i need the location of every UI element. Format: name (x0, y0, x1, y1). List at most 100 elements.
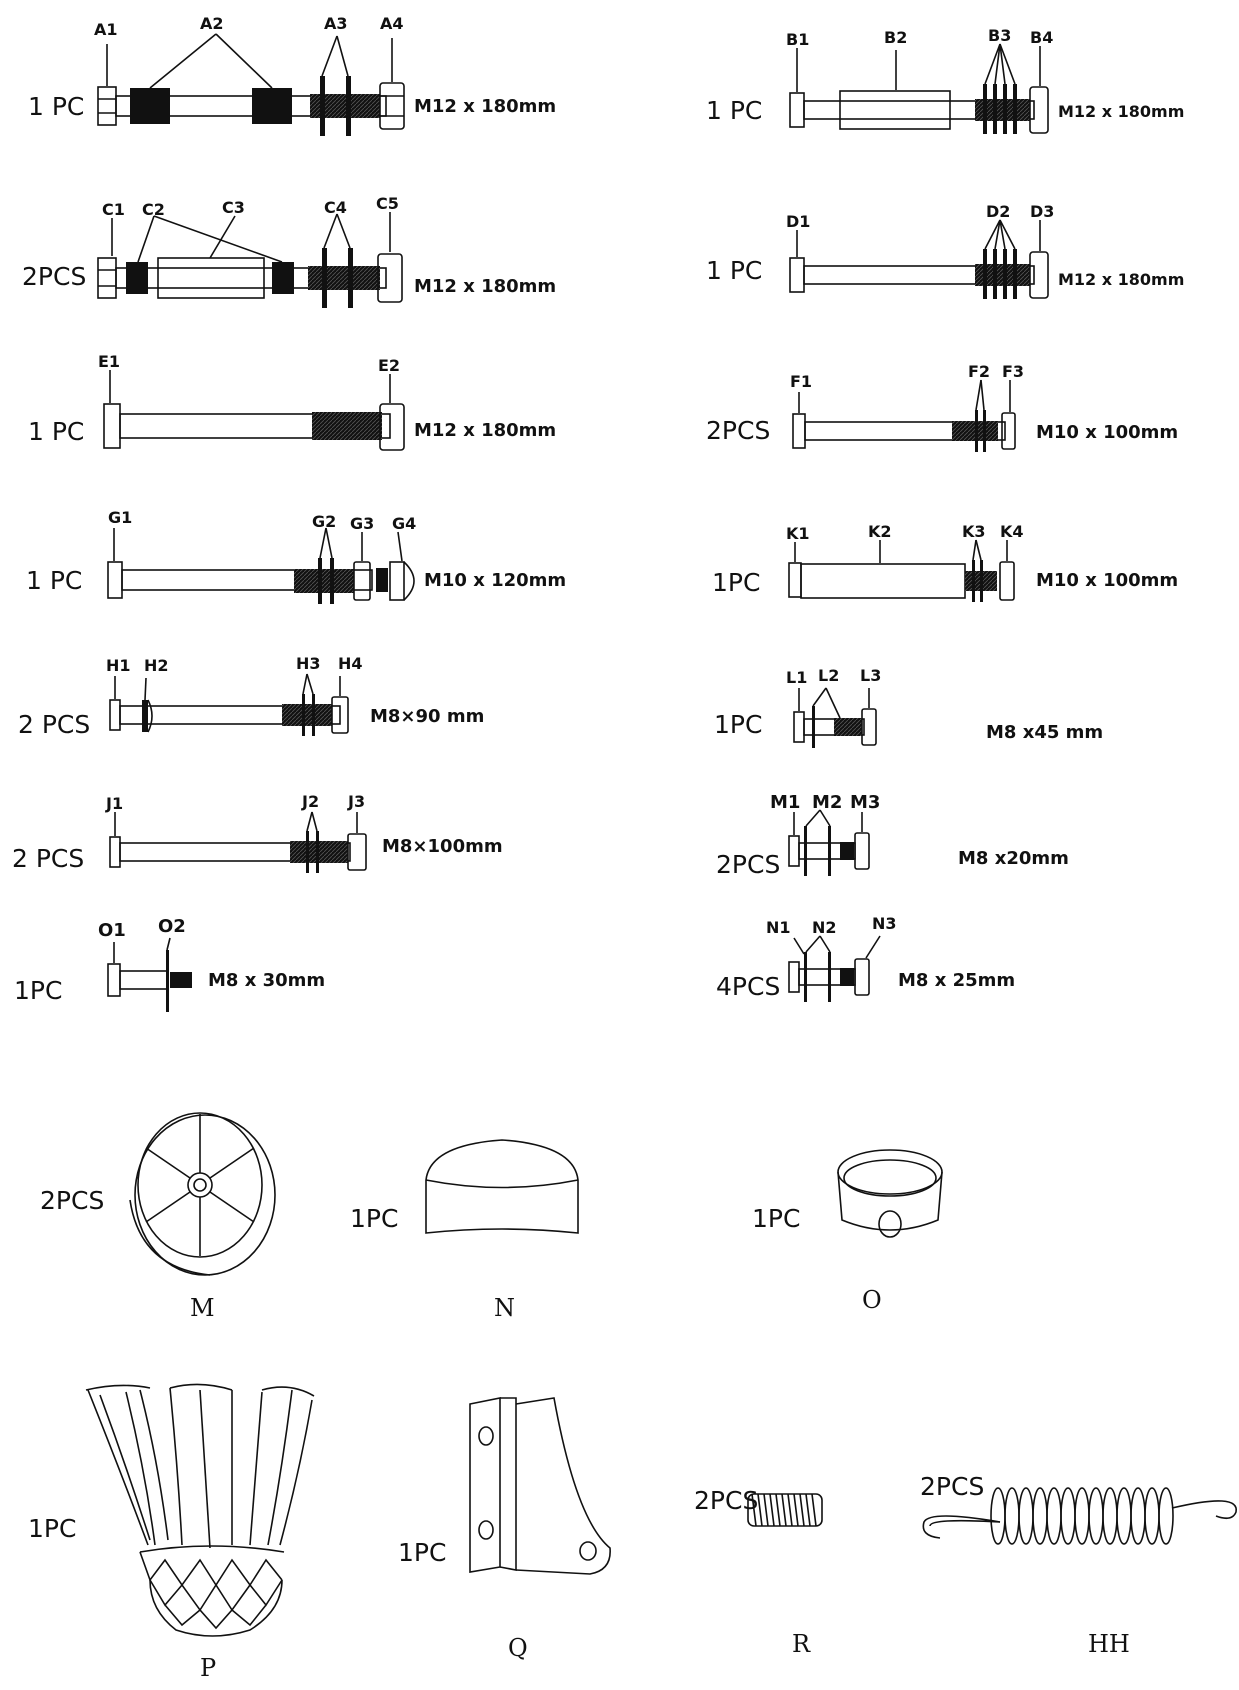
part-hh-letter: HH (1088, 1630, 1130, 1658)
label-f3: F3 (1002, 362, 1025, 381)
bolt-c-drawing (97, 212, 403, 308)
label-g3: G3 (350, 514, 375, 533)
bolt-d-spec: M12 x 180mm (1058, 270, 1185, 289)
bolt-b-drawing (789, 43, 1049, 134)
part-n-qty: 1PC (350, 1204, 399, 1233)
label-c4: C4 (324, 198, 347, 217)
bolt-e-drawing (103, 370, 405, 451)
bolt-g-spec: M10 x 120mm (424, 570, 567, 591)
label-e1: E1 (98, 352, 121, 371)
label-a3: A3 (324, 14, 348, 33)
part-q-letter: Q (508, 1634, 528, 1662)
label-h4: H4 (338, 654, 363, 673)
label-b2: B2 (884, 28, 908, 47)
label-j1: J1 (106, 794, 124, 813)
part-q-bracket-drawing (469, 1397, 611, 1575)
part-m-letter: M (190, 1294, 215, 1322)
label-l3: L3 (860, 666, 882, 685)
label-n2: N2 (812, 918, 837, 937)
label-g4: G4 (392, 514, 417, 533)
label-n3: N3 (872, 914, 897, 933)
bolt-d-qty: 1 PC (706, 256, 763, 285)
label-c5: C5 (376, 194, 399, 213)
label-l1: L1 (786, 668, 808, 687)
label-f2: F2 (968, 362, 991, 381)
part-m-wheel-drawing (129, 1112, 276, 1276)
bolt-l-drawing (793, 687, 877, 748)
label-b3: B3 (988, 26, 1012, 45)
label-c2: C2 (142, 200, 165, 219)
bolt-j-drawing (109, 811, 367, 873)
label-c3: C3 (222, 198, 245, 217)
label-k3: K3 (962, 522, 986, 541)
part-r-spring-drawing (747, 1493, 823, 1527)
part-p-qty: 1PC (28, 1514, 77, 1543)
bolt-o-spec: M8 x 30mm (208, 970, 326, 991)
part-o-qty: 1PC (752, 1204, 801, 1233)
label-a1: A1 (94, 20, 118, 39)
bolt-a-drawing (97, 33, 405, 136)
part-o-letter: O (862, 1286, 882, 1314)
bolt-c-spec: M12 x 180mm (414, 276, 557, 297)
label-g2: G2 (312, 512, 337, 531)
label-m1: M1 (770, 792, 801, 813)
bolt-f-spec: M10 x 100mm (1036, 422, 1179, 443)
label-g1: G1 (108, 508, 133, 527)
label-o2: O2 (158, 916, 186, 937)
part-hh-qty: 2PCS (920, 1472, 985, 1501)
bolt-j-spec: M8×100mm (382, 836, 503, 857)
label-j3: J3 (348, 792, 366, 811)
part-r-letter: R (792, 1630, 811, 1658)
bolt-m-qty: 2PCS (716, 850, 781, 879)
label-h1: H1 (106, 656, 131, 675)
part-o-cup-drawing (837, 1149, 943, 1238)
bolt-g-qty: 1 PC (26, 566, 83, 595)
label-d1: D1 (786, 212, 811, 231)
label-b4: B4 (1030, 28, 1054, 47)
label-h3: H3 (296, 654, 321, 673)
bolt-a-spec: M12 x 180mm (414, 96, 557, 117)
bolt-d-drawing (789, 219, 1049, 299)
part-n-cap-drawing (425, 1139, 579, 1234)
bolt-m-spec: M8 x20mm (958, 848, 1069, 869)
bolt-e-spec: M12 x 180mm (414, 420, 557, 441)
label-n1: N1 (766, 918, 791, 937)
bolt-n-spec: M8 x 25mm (898, 970, 1016, 991)
label-m2: M2 (812, 792, 843, 813)
bolt-h-spec: M8×90 mm (370, 706, 485, 727)
bolt-e-qty: 1 PC (28, 417, 85, 446)
bolt-h-drawing (109, 673, 349, 736)
label-b1: B1 (786, 30, 810, 49)
bolt-m-drawing (788, 809, 870, 876)
bolt-o-drawing (107, 937, 192, 1012)
label-a4: A4 (380, 14, 404, 33)
bolt-g-drawing (107, 527, 415, 604)
bolt-f-qty: 2PCS (706, 416, 771, 445)
label-h2: H2 (144, 656, 169, 675)
label-f1: F1 (790, 372, 813, 391)
bolt-f-drawing (792, 379, 1016, 452)
label-d2: D2 (986, 202, 1011, 221)
label-c1: C1 (102, 200, 125, 219)
bolt-l-spec: M8 x45 mm (986, 722, 1104, 743)
bolt-l-qty: 1PC (714, 710, 763, 739)
bolt-b-spec: M12 x 180mm (1058, 102, 1185, 121)
part-p-letter: P (200, 1654, 217, 1682)
bolt-k-spec: M10 x 100mm (1036, 570, 1179, 591)
bolt-h-qty: 2 PCS (18, 710, 91, 739)
part-m-qty: 2PCS (40, 1186, 105, 1215)
label-d3: D3 (1030, 202, 1055, 221)
bolt-n-qty: 4PCS (716, 972, 781, 1001)
bolt-n-drawing (788, 935, 881, 1002)
bolt-c-qty: 2PCS (22, 262, 87, 291)
label-k4: K4 (1000, 522, 1024, 541)
part-r-qty: 2PCS (694, 1486, 759, 1515)
part-n-letter: N (494, 1294, 515, 1322)
label-o1: O1 (98, 920, 126, 941)
part-q-qty: 1PC (398, 1538, 447, 1567)
bolt-a-qty: 1 PC (28, 92, 85, 121)
label-k1: K1 (786, 524, 810, 543)
bolt-o-qty: 1PC (14, 976, 63, 1005)
bolt-k-drawing (788, 539, 1015, 602)
